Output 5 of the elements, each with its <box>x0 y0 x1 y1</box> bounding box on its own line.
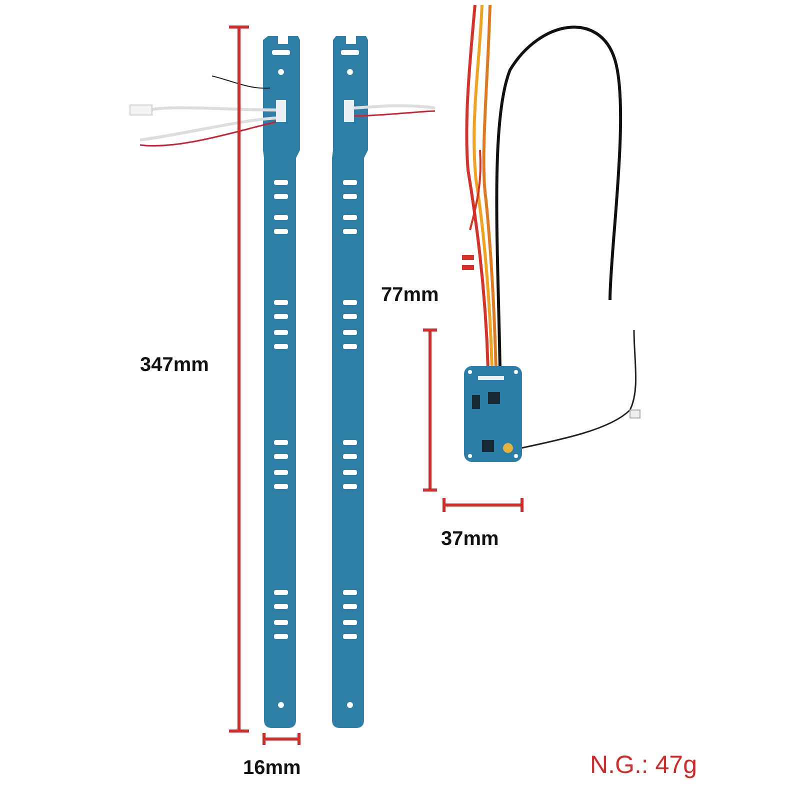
weight-label: N.G.: 47g <box>590 751 697 780</box>
dimension-label: 37mm <box>441 528 499 551</box>
dimension-label: 77mm <box>381 284 439 307</box>
dimension-label: 347mm <box>140 354 209 377</box>
dimension-label: 16mm <box>243 757 301 780</box>
